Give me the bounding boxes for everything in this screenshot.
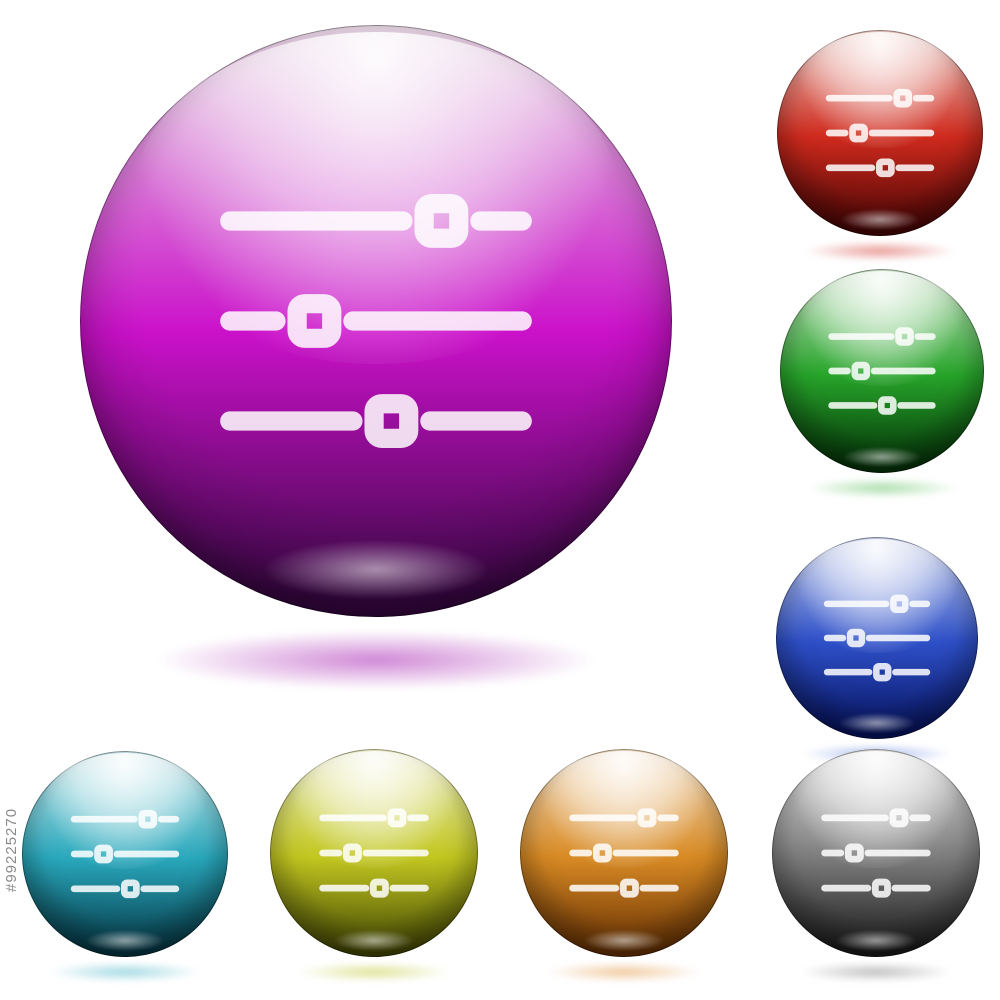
- sphere-button-cyan[interactable]: [22, 751, 228, 957]
- gloss-highlight-bottom: [836, 929, 916, 951]
- sphere-button-blue[interactable]: [776, 537, 978, 739]
- horizontal-adjustments-icon: [319, 808, 429, 898]
- sphere-button-magenta[interactable]: [80, 25, 672, 617]
- gloss-highlight-bottom: [584, 929, 664, 951]
- horizontal-adjustments-icon: [828, 327, 936, 415]
- gloss-highlight-bottom: [85, 930, 165, 951]
- horizontal-adjustments-icon: [825, 88, 935, 178]
- gloss-highlight-bottom: [334, 929, 414, 951]
- sphere-shadow-yellow: [296, 961, 452, 983]
- horizontal-adjustments-icon: [821, 808, 931, 898]
- sphere-shadow-magenta: [154, 630, 598, 690]
- horizontal-adjustments-icon: [70, 809, 180, 899]
- sphere-shadow-gray: [798, 961, 954, 983]
- sphere-shadow-red: [802, 240, 958, 262]
- gloss-highlight-bottom: [838, 712, 916, 733]
- sphere-button-orange[interactable]: [520, 749, 728, 957]
- sphere-shadow-orange: [546, 961, 702, 983]
- sphere-button-red[interactable]: [777, 30, 983, 236]
- sphere-button-gray[interactable]: [772, 749, 980, 957]
- sphere-shadow-cyan: [47, 961, 203, 983]
- horizontal-adjustments-icon: [569, 808, 679, 898]
- sphere-button-green[interactable]: [780, 269, 984, 473]
- horizontal-adjustments-icon: [220, 194, 532, 448]
- gloss-highlight-bottom: [843, 446, 921, 467]
- sphere-shadow-green: [805, 477, 959, 498]
- gloss-highlight-bottom: [263, 540, 489, 600]
- gloss-highlight-bottom: [840, 209, 920, 230]
- horizontal-adjustments-icon: [823, 594, 931, 682]
- sphere-button-yellow[interactable]: [270, 749, 478, 957]
- stock-id-watermark: #99225270: [3, 807, 20, 892]
